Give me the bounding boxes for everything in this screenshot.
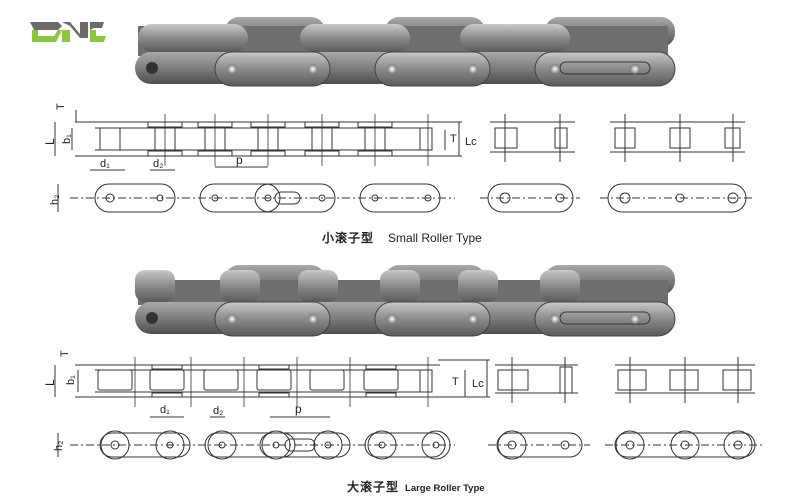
dim-h2: h₂ xyxy=(53,441,65,451)
dim-lc: Lc xyxy=(465,136,477,148)
dim-b1: b₁ xyxy=(61,134,73,144)
small-roller-drawing: T L b₁ d₁ d₂ p h₂ T Lc xyxy=(43,103,755,213)
dim-b1: b₁ xyxy=(65,375,77,385)
large-roller-caption-cn: 大滚子型 xyxy=(347,480,400,494)
dim-lc: Lc xyxy=(472,378,484,390)
large-roller-chain-photo xyxy=(135,265,676,337)
small-roller-caption: 小滚子型 Small Roller Type xyxy=(322,229,482,247)
dim-d1: d₁ xyxy=(100,158,110,170)
large-roller-drawing: T L b₁ d₁ d₂ p h₂ T Lc xyxy=(43,350,765,460)
small-roller-caption-cn: 小滚子型 xyxy=(322,231,375,245)
small-roller-caption-en: Small Roller Type xyxy=(388,231,482,245)
dnc-logo-icon xyxy=(30,22,106,42)
large-roller-caption-en: Large Roller Type xyxy=(405,483,485,494)
dim-d2: d₂ xyxy=(153,158,163,170)
large-roller-caption: 大滚子型 Large Roller Type xyxy=(347,478,485,496)
dim-h2: h₂ xyxy=(49,195,61,205)
dim-d1: d₁ xyxy=(160,404,170,416)
dim-p: p xyxy=(236,153,243,167)
dim-l: L xyxy=(43,138,57,145)
dim-t: T xyxy=(55,103,67,110)
small-roller-chain-photo xyxy=(135,17,676,87)
dim-t: T xyxy=(59,350,71,357)
dim-p: p xyxy=(295,402,302,416)
dim-t2: T xyxy=(452,376,459,388)
dim-t2: T xyxy=(450,133,457,145)
dim-l: L xyxy=(43,379,57,386)
dim-d2: d₂ xyxy=(213,405,223,417)
